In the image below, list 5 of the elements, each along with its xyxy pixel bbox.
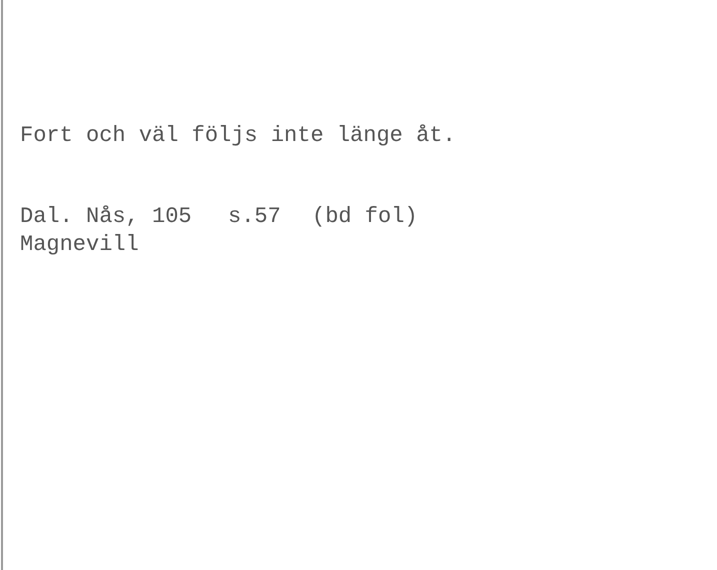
- informant-name: Magnevill: [20, 232, 139, 258]
- note-text: (bd fol): [312, 204, 418, 230]
- proverb-text: Fort och väl följs inte länge åt.: [20, 123, 456, 149]
- page-number: s.57: [228, 204, 281, 230]
- source-reference: Dal. Nås, 105: [20, 204, 192, 230]
